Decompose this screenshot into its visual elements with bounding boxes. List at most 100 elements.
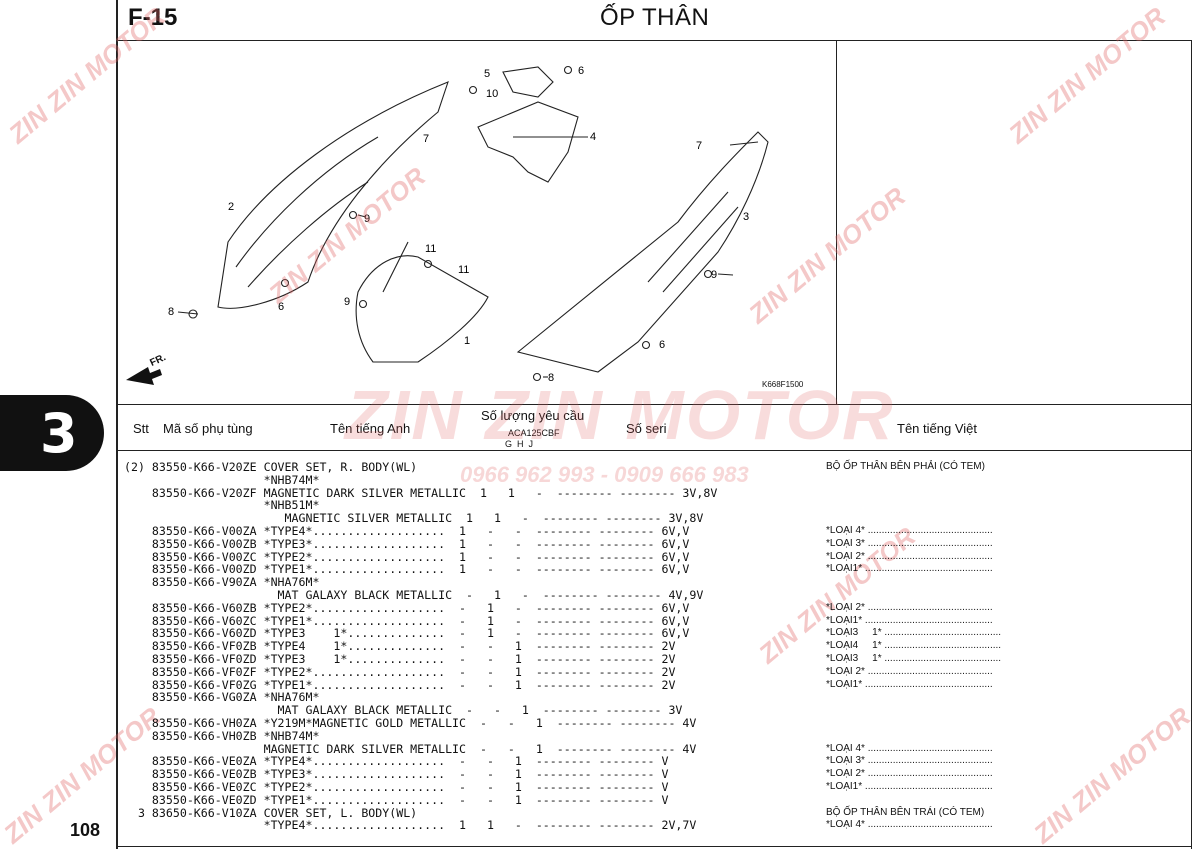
callout-9-mid: 9	[344, 296, 350, 308]
vietnamese-name-cell: *LOẠI 4* ...............................…	[826, 524, 993, 536]
front-arrow-icon	[126, 367, 162, 385]
table-row: 83550-K66-VF0ZF *TYPE2*.................…	[124, 664, 676, 679]
vietnamese-name-cell: *LOẠI1* ................................…	[826, 678, 993, 690]
table-row: 83550-K66-V00ZD *TYPE1*.................…	[124, 562, 690, 577]
header-english-name: Tên tiếng Anh	[330, 421, 411, 436]
vietnamese-name-cell	[826, 691, 1001, 704]
vietnamese-name-cell: *LOẠI 2* ...............................…	[826, 768, 993, 780]
header-variants: G H J	[505, 439, 534, 449]
table-row: 83550-K66-VE0ZC *TYPE2*.................…	[124, 779, 669, 794]
vietnamese-name-cell	[826, 589, 1001, 602]
callout-3: 3	[743, 211, 749, 223]
table-row: MAGNETIC DARK SILVER METALLIC - - 1 ----…	[124, 741, 697, 756]
callout-9-top: 9	[364, 213, 370, 225]
brand-watermark: ZIN ZIN MOTOR	[345, 376, 895, 454]
callout-1: 1	[464, 335, 470, 347]
vietnamese-name-cell: *LOẠI 3* ...............................…	[826, 537, 993, 549]
vietnamese-name-cell	[826, 717, 1001, 730]
callout-2: 2	[228, 201, 234, 213]
callout-6-top: 6	[578, 65, 584, 77]
exploded-parts-diagram: 5 6 10 4 7 7 2 9 3 11 11 9 9 6 8 1 6 8	[126, 65, 769, 385]
table-row: (2) 83550-K66-V20ZE COVER SET, R. BODY(W…	[124, 460, 418, 474]
vietnamese-name-cell: *LOẠI1* ................................…	[826, 563, 993, 575]
left-border	[116, 0, 118, 849]
callout-9-right: 9	[711, 269, 717, 281]
vietnamese-names-column: BỘ ỐP THÂN BÊN PHẢI (CÓ TEM) *LOẠI 4* ...…	[826, 461, 1001, 832]
table-row: 83550-K66-V00ZC *TYPE2*.................…	[124, 549, 690, 564]
table-row: 83550-K66-VE0ZB *TYPE3*.................…	[124, 767, 669, 782]
callout-10: 10	[486, 88, 498, 100]
table-row: MAT GALAXY BLACK METALLIC - - 1 --------…	[124, 703, 683, 718]
phone-watermark: 0966 962 993 - 0909 666 983	[460, 462, 749, 487]
table-row: *NHB51M*	[124, 498, 320, 513]
vietnamese-name-cell: *LOẠI1* ................................…	[826, 780, 993, 792]
header-stt: Stt	[133, 421, 149, 436]
vietnamese-name-cell	[826, 474, 1001, 487]
vietnamese-name-cell: *LOẠI 2* ...............................…	[826, 665, 993, 677]
table-row: 83550-K66-V20ZF MAGNETIC DARK SILVER MET…	[124, 485, 718, 500]
table-row: 83550-K66-VG0ZA *NHA76M*	[124, 690, 320, 705]
table-row: 83550-K66-V60ZB *TYPE2*.................…	[124, 600, 690, 615]
right-border	[1191, 40, 1192, 849]
vietnamese-name-cell	[826, 794, 1001, 807]
part-2-outline	[217, 81, 449, 309]
table-row: 83550-K66-V60ZD *TYPE3 1*.............. …	[124, 626, 690, 641]
table-row: 83550-K66-V90ZA *NHA76M*	[124, 575, 320, 590]
vietnamese-name-cell: *LOẠI 3* ...............................…	[826, 755, 993, 767]
chapter-tab	[0, 395, 104, 471]
table-row: 83550-K66-VH0ZA *Y219M*MAGNETIC GOLD MET…	[124, 715, 697, 730]
brand-watermark-diagonal: ZIN ZIN MOTOR	[1027, 701, 1197, 850]
header-vietnamese-name: Tên tiếng Việt	[897, 421, 977, 436]
vietnamese-name-cell: *LOẠI3 1* ..............................…	[826, 627, 1002, 639]
section-code: F-15	[128, 4, 178, 31]
table-row: 83550-K66-VE0ZD *TYPE1*.................…	[124, 792, 669, 807]
table-row: MAT GALAXY BLACK METALLIC - 1 - --------…	[124, 587, 704, 602]
vietnamese-name-cell: *LOẠI3 1* ..............................…	[826, 652, 1002, 664]
table-row: 83550-K66-VF0ZB *TYPE4 1*.............. …	[124, 639, 676, 654]
table-bottom-line	[116, 846, 1192, 847]
vietnamese-name-cell	[826, 704, 1001, 717]
table-header-line	[116, 450, 1192, 451]
part-4-outline	[477, 101, 579, 183]
table-row: 83550-K66-VE0ZA *TYPE4*.................…	[124, 754, 669, 769]
vietnamese-name-cell	[826, 487, 1001, 500]
table-row: 83550-K66-VF0ZD *TYPE3 1*.............. …	[124, 651, 676, 666]
diagram-divider	[836, 40, 837, 404]
header-part-number: Mã số phụ tùng	[163, 421, 253, 436]
vietnamese-name-cell: *LOẠI1* ................................…	[826, 614, 993, 626]
header-divider	[116, 40, 1192, 41]
callout-7-right: 7	[696, 140, 702, 152]
vietnamese-name-cell	[826, 512, 1001, 525]
table-row: *TYPE4*................... 1 1 - -------…	[124, 818, 697, 833]
header-model: ACA125CBF	[508, 428, 560, 438]
table-row: 83550-K66-V60ZC *TYPE1*.................…	[124, 613, 690, 628]
callout-6-mid: 6	[278, 301, 284, 313]
table-row: 83550-K66-V00ZA *TYPE4*.................…	[124, 523, 690, 538]
part-1-outline	[355, 255, 489, 363]
part-5-outline	[502, 66, 554, 98]
table-top-line	[116, 404, 1192, 405]
header-quantity: Số lượng yêu cầu	[481, 408, 585, 423]
vietnamese-name-cell	[826, 730, 1001, 743]
vietnamese-name-cell	[826, 499, 1001, 512]
callout-11-b: 11	[458, 264, 469, 276]
vietnamese-name-cell: *LOẠI 4* ...............................…	[826, 742, 993, 754]
table-row: 83550-K66-VF0ZG *TYPE1*.................…	[124, 677, 676, 692]
callout-5: 5	[484, 68, 490, 80]
callout-6-right: 6	[659, 339, 665, 351]
vietnamese-name-cell: *LOẠI 2* ...............................…	[826, 601, 993, 613]
vietnamese-name-cell: *LOẠI 2* ...............................…	[826, 550, 993, 562]
page-number: 108	[70, 820, 101, 840]
callout-7-left: 7	[423, 133, 429, 145]
vietnamese-name-cell: *LOẠI 4* ...............................…	[826, 819, 993, 831]
part-3-outline	[516, 131, 769, 373]
page-title: ỐP THÂN	[600, 4, 710, 31]
vietnamese-name-cell: BỘ ỐP THÂN BÊN PHẢI (CÓ TEM)	[826, 461, 985, 472]
diagram-reference-code: K668F1500	[762, 380, 804, 389]
table-row: *NHB74M*	[124, 472, 320, 487]
header-serial: Số seri	[626, 421, 667, 436]
callout-11-a: 11	[425, 243, 436, 255]
table-row: MAGNETIC SILVER METALLIC 1 1 - -------- …	[124, 511, 704, 526]
callout-4: 4	[590, 131, 596, 143]
brand-watermark-diagonal: ZIN ZIN MOTOR	[1002, 1, 1172, 150]
